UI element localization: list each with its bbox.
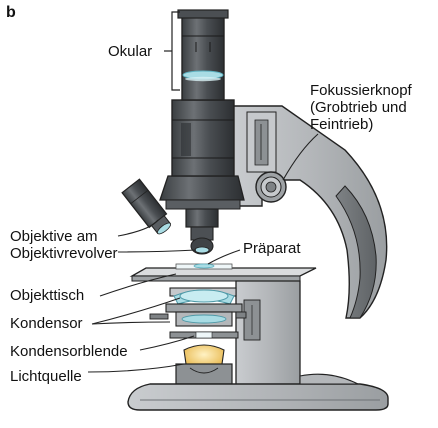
leader-objektive-2 — [117, 249, 197, 253]
label-fokussierknopf: Fokussierknopf (Grobtrieb und Feintrieb) — [310, 82, 412, 133]
light-source — [175, 344, 233, 385]
condenser — [149, 287, 247, 327]
leader-kondensorblende — [139, 335, 195, 351]
leader-objektive-1 — [117, 219, 159, 237]
label-fokus-line-3: Feintrieb) — [310, 116, 374, 133]
okular-bracket — [164, 11, 180, 91]
label-lichtquelle: Lichtquelle — [10, 368, 82, 385]
label-okular: Okular — [108, 43, 153, 60]
label-objektive-line-2: Objektivrevolver — [10, 245, 118, 262]
focus-knob — [255, 171, 287, 203]
leader-lichtquelle — [87, 363, 185, 373]
label-objekttisch: Objekttisch — [10, 287, 85, 304]
label-fokus-line-2: (Grobtrieb und — [310, 99, 407, 116]
leader-kondensor-2 — [91, 321, 171, 325]
stand-block — [235, 280, 301, 389]
microscope-base — [127, 373, 389, 411]
leader-kondensor-1 — [91, 297, 181, 325]
leader-objekttisch — [99, 273, 177, 297]
label-objektive: Objektive am Objektivrevolver — [10, 228, 118, 262]
panel-letter: b — [6, 4, 16, 21]
label-praeparat: Präparat — [243, 240, 301, 257]
leader-lines — [87, 133, 319, 373]
label-kondensorblende: Kondensorblende — [10, 343, 128, 360]
label-objektive-line-1: Objektive am — [10, 228, 98, 245]
body-tube — [171, 99, 235, 177]
label-fokus-line-1: Fokussierknopf — [310, 82, 412, 99]
leader-fokussierknopf — [282, 133, 319, 181]
condenser-diaphragm — [169, 331, 239, 339]
objective-revolver — [159, 175, 245, 210]
microscope-arm — [231, 105, 388, 319]
label-kondensor: Kondensor — [10, 315, 83, 332]
side-objective — [121, 178, 172, 235]
main-objective — [185, 208, 219, 255]
leader-praeparat — [207, 249, 241, 265]
eyepiece — [177, 9, 229, 101]
